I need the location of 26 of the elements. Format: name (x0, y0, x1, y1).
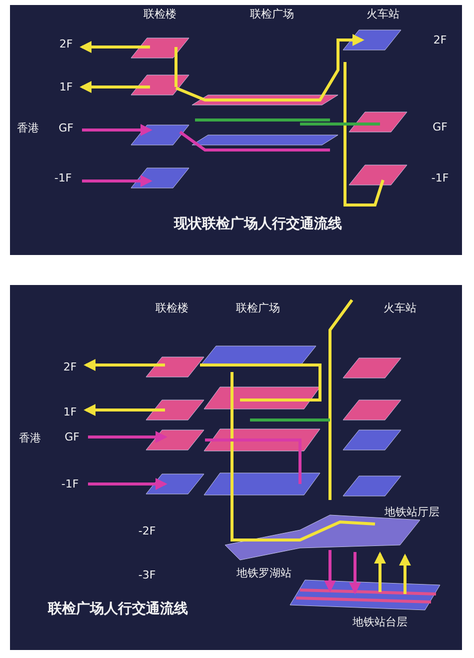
floor-label: 1F (59, 80, 73, 94)
floor-label: -2F (138, 524, 156, 538)
station-label: 地铁站台层 (352, 614, 408, 630)
building-label: 联检广场 (250, 6, 294, 22)
caption: 现状联检广场人行交通流线 (174, 215, 342, 233)
building-label: 火车站 (366, 6, 400, 22)
floor-label: GF (58, 122, 74, 134)
station-label: 地铁站厅层 (384, 504, 440, 520)
floor-label: 2F (433, 34, 447, 46)
floor-label: -1F (61, 478, 79, 490)
floor-label: -3F (138, 568, 156, 582)
floor-label: -1F (431, 172, 449, 184)
building-label: 联检楼 (144, 6, 176, 22)
floor-label: 1F (63, 406, 77, 418)
building-label: 联检楼 (156, 300, 188, 316)
caption: 联检广场人行交通流线 (48, 600, 188, 618)
place-label: 香港 (19, 430, 41, 446)
floor-label: GF (432, 120, 448, 134)
building-label: 联检广场 (236, 300, 280, 316)
floor-label: -1F (54, 172, 72, 184)
station-label: 地铁罗湖站 (236, 566, 292, 580)
floor-label: 2F (59, 38, 73, 50)
floor-label: GF (64, 430, 80, 444)
place-label: 香港 (17, 120, 39, 136)
floor-label: 2F (63, 360, 77, 374)
building-label: 火车站 (384, 300, 416, 316)
